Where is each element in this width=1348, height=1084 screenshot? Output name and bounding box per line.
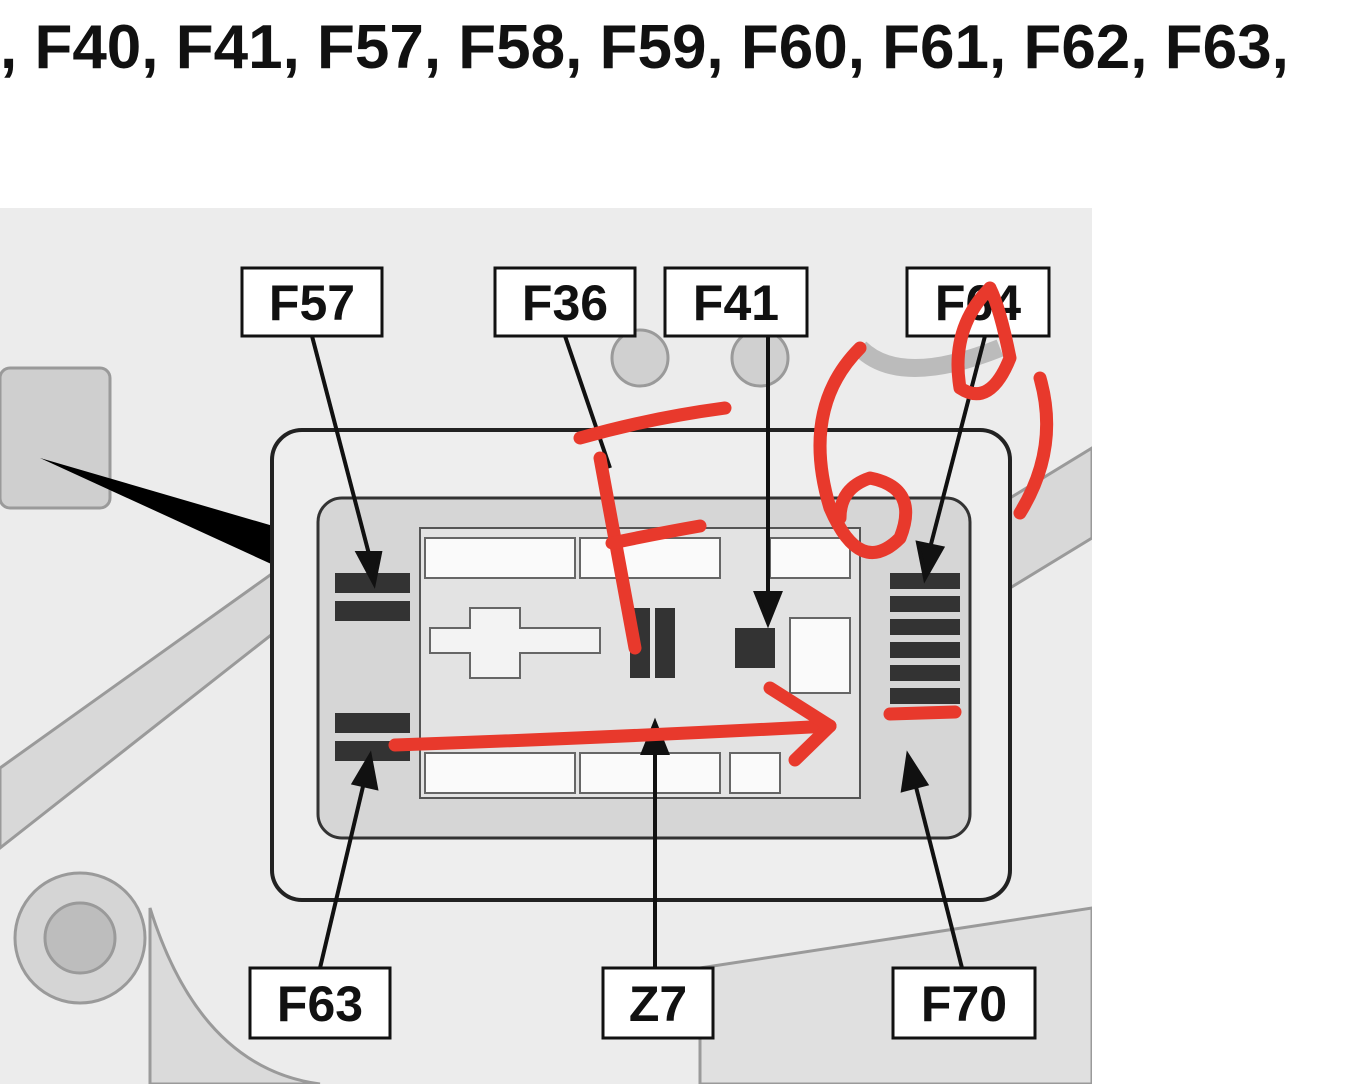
- label-f57: F57: [240, 266, 384, 338]
- label-f41: F41: [663, 266, 809, 338]
- handwritten-f60-annotation: [388, 281, 1054, 767]
- pointer-wedge: [40, 458, 280, 568]
- label-f36: F36: [493, 266, 637, 338]
- label-z7: Z7: [601, 966, 715, 1040]
- fuse-list-heading: , F40, F41, F57, F58, F59, F60, F61, F62…: [0, 13, 1289, 82]
- svg-text:F41: F41: [693, 275, 779, 331]
- svg-text:F57: F57: [269, 275, 355, 331]
- fuse-box-diagram: F57 F36 F41 F64 F63 Z7 F70: [0, 208, 1092, 1084]
- svg-text:Z7: Z7: [629, 976, 687, 1032]
- label-f63: F63: [248, 966, 392, 1040]
- label-f70: F70: [891, 966, 1037, 1040]
- svg-text:F63: F63: [277, 976, 363, 1032]
- svg-text:F36: F36: [522, 275, 608, 331]
- svg-text:F70: F70: [921, 976, 1007, 1032]
- leader-arrows: [310, 335, 987, 969]
